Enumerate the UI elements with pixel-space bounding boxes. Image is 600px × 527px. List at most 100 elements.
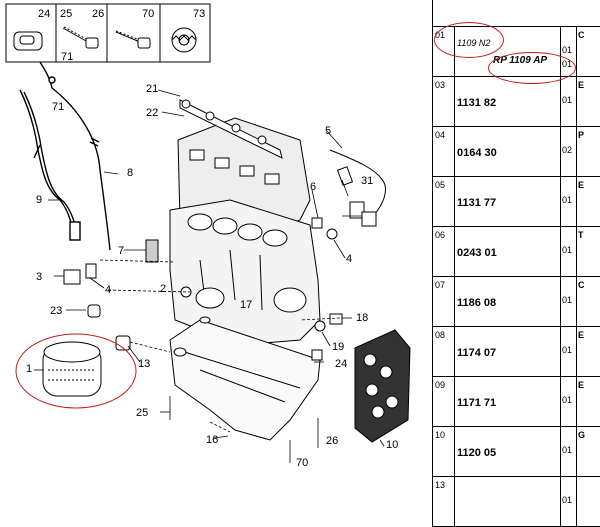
description-initial: E	[577, 177, 600, 194]
row-description: E	[577, 327, 600, 377]
part-number: 0164 30	[457, 147, 497, 159]
row-qty: 01	[561, 277, 577, 327]
annotation-ellipse-rp1109ap	[488, 52, 576, 84]
row-qty: 01	[561, 227, 577, 277]
part-number: 1120 05	[457, 447, 496, 459]
callout-2: 2	[160, 283, 166, 295]
row-index: 06	[433, 227, 455, 277]
row-description: E	[577, 377, 600, 427]
qty-value: 01	[561, 177, 576, 209]
description-initial: T	[577, 227, 600, 244]
callout-24b: 24	[335, 358, 347, 370]
callout-6: 6	[310, 181, 316, 193]
part-number: 0243 01	[457, 247, 497, 259]
callout-26: 26	[92, 8, 104, 20]
screw-icon	[63, 27, 98, 48]
callout-4b: 4	[346, 253, 352, 265]
part-number: 1131 77	[457, 197, 496, 209]
table-row: 13 01	[433, 477, 600, 527]
callout-21: 21	[146, 83, 158, 95]
row-qty: 01	[561, 477, 577, 527]
row-qty: 01	[561, 177, 577, 227]
row-reference: 1131 82	[455, 77, 561, 127]
lock-washer-icon	[172, 28, 196, 52]
row-index: 05	[433, 177, 455, 227]
callout-22: 22	[146, 107, 158, 119]
callout-25: 25	[60, 8, 72, 20]
qty-value: 01	[561, 277, 576, 309]
row-qty: 01	[561, 327, 577, 377]
description-initial: P	[577, 127, 600, 144]
part-number: 1131 82	[457, 97, 496, 109]
callout-70b: 70	[296, 457, 308, 469]
description-initial: E	[577, 327, 600, 344]
qty-value: 01	[561, 477, 576, 509]
callout-10: 10	[386, 439, 398, 451]
callout-9: 9	[36, 194, 42, 206]
row-description: E	[577, 177, 600, 227]
annotation-ellipse-1109n2	[434, 22, 504, 58]
description-initial: C	[577, 277, 600, 294]
row-reference: 1171 71	[455, 377, 561, 427]
row-description	[577, 477, 600, 527]
row-reference: 0243 01	[455, 227, 561, 277]
qty-value: 01	[561, 227, 576, 259]
gasket	[355, 330, 410, 442]
row-qty: 01	[561, 77, 577, 127]
callout-73: 73	[193, 8, 205, 20]
row-reference: 1174 07	[455, 327, 561, 377]
engine-exploded-diagram: 24 25 26 70 73 71 21 22 5 6 31 4 71 8 9 …	[0, 0, 430, 520]
dipstick-assembly	[20, 62, 110, 250]
row-index: 04	[433, 127, 455, 177]
callout-31: 31	[361, 175, 373, 187]
row-index: 03	[433, 77, 455, 127]
row-index: 08	[433, 327, 455, 377]
callout-3: 3	[36, 271, 42, 283]
callout-4a: 4	[105, 284, 111, 296]
row-description: T	[577, 227, 600, 277]
callout-13: 13	[138, 358, 150, 370]
row-index: 07	[433, 277, 455, 327]
callout-26b: 26	[326, 435, 338, 447]
description-initial	[577, 477, 600, 483]
row-reference	[455, 477, 561, 527]
row-qty: 02	[561, 127, 577, 177]
qty-value: 02	[561, 127, 576, 159]
clip-icon	[14, 32, 42, 50]
row-description: G	[577, 427, 600, 477]
row-reference: 0164 30	[455, 127, 561, 177]
callout-5: 5	[325, 125, 331, 137]
callout-19: 19	[332, 341, 344, 353]
row-index: 13	[433, 477, 455, 527]
description-initial: C	[577, 27, 600, 44]
oil-filter	[43, 336, 130, 396]
callout-16: 16	[206, 434, 218, 446]
qty-value: 01	[561, 427, 576, 459]
row-description: E	[577, 77, 600, 127]
row-index: 09	[433, 377, 455, 427]
callout-70: 70	[142, 8, 154, 20]
row-reference: 1120 05	[455, 427, 561, 477]
description-initial: E	[577, 377, 600, 394]
part-number: 1186 08	[457, 297, 496, 309]
description-initial: E	[577, 77, 600, 94]
callout-25b: 25	[136, 407, 148, 419]
qty-value: 01	[561, 27, 576, 59]
part-number: 1171 71	[457, 397, 496, 409]
qty-value: 01	[561, 377, 576, 409]
row-index: 10	[433, 427, 455, 477]
sensor-assembly	[312, 150, 385, 239]
row-qty: 01	[561, 427, 577, 477]
callout-7: 7	[118, 245, 124, 257]
row-description: C	[577, 277, 600, 327]
callout-71b: 71	[52, 101, 64, 113]
